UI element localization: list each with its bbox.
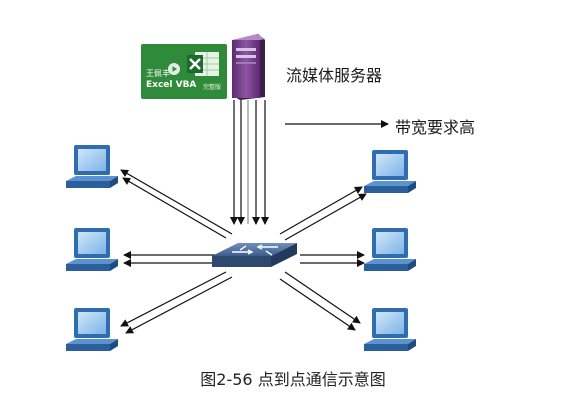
logo-title: Excel VBA: [146, 80, 197, 90]
server-to-switch-arrows: [230, 100, 269, 225]
client-computer-icon: [66, 145, 118, 188]
client-computer-icon: [364, 150, 416, 193]
streaming-server-icon: [232, 34, 265, 100]
client-computer-icon: [66, 308, 118, 351]
bandwidth-label: 带宽要求高: [395, 118, 476, 137]
server-label: 流媒体服务器: [286, 66, 383, 85]
excel-vba-logo: 王佩丰 Excel VBA 完整版: [141, 44, 227, 99]
client-computer-icon: [364, 308, 416, 351]
client-computer-icon: [66, 228, 118, 271]
play-icon: [168, 63, 180, 75]
switch-to-client-arrows: [120, 169, 367, 334]
logo-subtitle: 完整版: [203, 84, 222, 91]
excel-icon: [187, 52, 219, 76]
client-computer-icon: [364, 228, 416, 271]
logo-author: 王佩丰: [146, 69, 170, 78]
figure-caption: 图2-56 点到点通信示意图: [200, 370, 386, 389]
network-switch-icon: [212, 243, 297, 267]
